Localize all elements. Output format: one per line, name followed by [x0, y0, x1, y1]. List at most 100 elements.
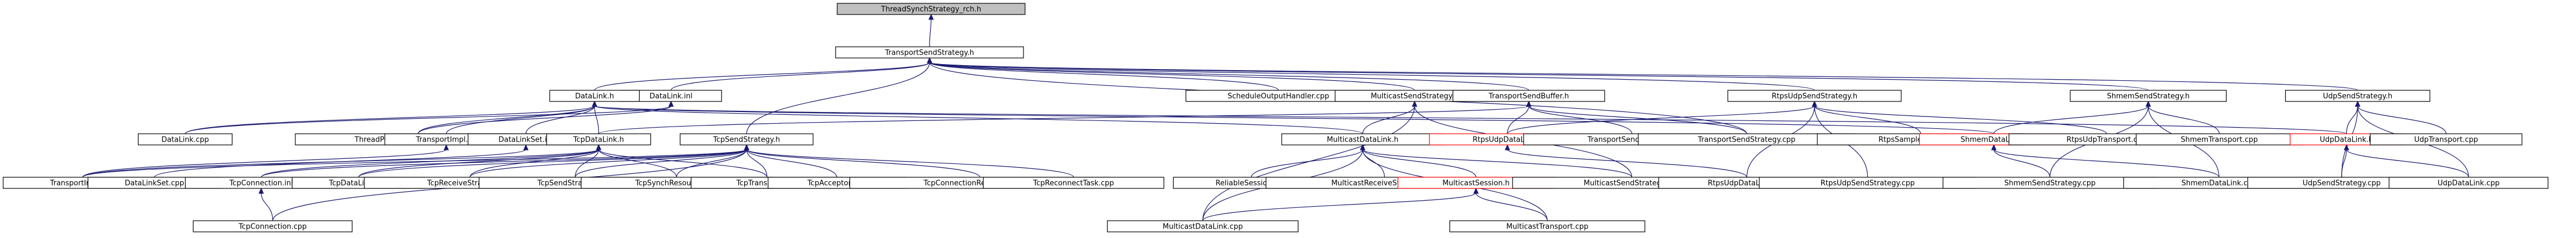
edge-tsstcpp-to-tdlh: [575, 149, 599, 178]
node-utcpp[interactable]: UdpTransport.cpp: [2370, 133, 2523, 145]
node-label: TransportSendStrategy.h: [884, 49, 974, 57]
edge-uss-to-tss: [929, 62, 2359, 91]
edge-tccpp-to-tcinl: [260, 192, 273, 221]
edge-rutcpp-to-russ: [1814, 105, 2107, 134]
node-label: DataLink.inl: [650, 93, 693, 101]
edge-sss-to-tss: [929, 62, 2149, 91]
node-mdlh[interactable]: MulticastDataLink.h: [1281, 133, 1444, 145]
node-box: [2370, 133, 2523, 145]
node-trtcpp[interactable]: TcpReconnectTask.cpp: [983, 177, 1165, 189]
node-label: TcpSendStrategy.h: [713, 136, 780, 144]
edge-rshcpp-to-russ: [1814, 105, 1921, 134]
node-sss[interactable]: ShmemSendStrategy.h: [2070, 90, 2227, 102]
node-russ[interactable]: RtpsUdpSendStrategy.h: [1727, 90, 1902, 102]
arrowhead: [2145, 100, 2151, 107]
node-box: [2389, 177, 2549, 189]
node-uss[interactable]: UdpSendStrategy.h: [2285, 90, 2430, 102]
edge-dlcpp-to-dlinl: [185, 105, 671, 134]
node-box: [549, 90, 640, 102]
arrowhead: [592, 100, 597, 107]
node-ssscpp[interactable]: ShmemSendStrategy.cpp: [1942, 177, 2158, 189]
node-tsb[interactable]: TransportSendBuffer.h: [1452, 90, 1605, 102]
node-sohcpp[interactable]: ScheduleOutputHandler.cpp: [1185, 90, 1372, 102]
edge-ttcpp-to-tdlh: [598, 149, 768, 178]
graph-nodes: ThreadSynchStrategy_rch.hTransportSendSt…: [3, 3, 2549, 232]
node-label: TcpReconnectTask.cpp: [1032, 179, 1114, 188]
node-label: ShmemSendStrategy.cpp: [2004, 179, 2095, 188]
node-dlcpp[interactable]: DataLink.cpp: [137, 133, 233, 145]
edge-tdlcpp-to-tdlh: [358, 149, 599, 178]
node-tssh[interactable]: TcpSendStrategy.h: [680, 133, 814, 145]
edge-tssh-to-tss: [746, 62, 930, 134]
node-udlcpp[interactable]: UdpDataLink.cpp: [2389, 177, 2549, 189]
edge-tss-to-root: [929, 18, 932, 47]
edge-mdlcpp-to-msh: [1202, 192, 1477, 221]
node-mtcpp[interactable]: MulticastTransport.cpp: [1449, 220, 1645, 232]
edge-sohcpp-to-tss: [929, 62, 1279, 91]
node-box: [1727, 90, 1902, 102]
arrowhead: [1812, 100, 1817, 107]
arrowhead: [1359, 144, 1366, 150]
node-label: TcpDataLink.h: [573, 136, 624, 144]
node-label: ThreadSynchStrategy_rch.h: [881, 6, 981, 14]
node-tccpp[interactable]: TcpConnection.cpp: [192, 220, 353, 232]
edge-tdlh-to-dlh: [594, 105, 599, 134]
edge-tdlh-to-tsb: [598, 105, 1529, 134]
edge-ssscpp-to-sdlh: [1993, 149, 2050, 178]
node-label: UdpDataLink.h: [2320, 136, 2373, 144]
node-dlh[interactable]: DataLink.h: [549, 90, 640, 102]
arrowhead: [523, 144, 529, 150]
node-label: TcpConnection.cpp: [238, 223, 306, 231]
edge-tdlcpp-to-tssh: [358, 149, 747, 178]
edge-trscpp-to-tssh: [469, 149, 747, 178]
node-tss[interactable]: TransportSendStrategy.h: [835, 46, 1024, 59]
edge-russ-to-tss: [929, 62, 1815, 91]
arrowhead: [258, 187, 264, 194]
arrowhead: [744, 144, 749, 150]
edge-rudlh-to-tsb: [1507, 105, 1529, 134]
node-label: DataLinkSet.inl: [498, 136, 553, 144]
edge-rscpp-to-mdlh: [1251, 149, 1363, 178]
edge-sdlh-to-dlh: [594, 105, 1995, 134]
graph-edges: [82, 13, 2469, 221]
arrowhead: [2355, 100, 2361, 107]
arrowhead: [1526, 100, 1532, 107]
arrowhead: [928, 13, 934, 20]
node-label: RtpsUdpSendStrategy.cpp: [1821, 179, 1915, 188]
node-dlinl[interactable]: DataLink.inl: [620, 90, 722, 102]
node-label: TransportImpl.inl: [416, 136, 477, 144]
edge-udlcpp-to-udlh: [2346, 149, 2469, 178]
edge-msh-to-mdlh: [1362, 149, 1477, 178]
edge-udlh-to-dlh: [594, 105, 2347, 134]
edge-mtcpp-to-msh: [1475, 192, 1548, 221]
edge-sdlcpp-to-sdlh: [1993, 149, 2219, 178]
edge-tsrcpp-to-tssh: [676, 149, 747, 178]
node-tdlh[interactable]: TcpDataLink.h: [546, 133, 651, 145]
edge-stcpp-to-sss: [2148, 105, 2220, 134]
node-label: DataLinkSet.cpp: [125, 179, 184, 188]
node-stcpp[interactable]: ShmemTransport.cpp: [2135, 133, 2303, 145]
node-box: [1452, 90, 1605, 102]
edge-tsrcpp-to-tdlh: [598, 149, 677, 178]
arrowhead: [596, 144, 601, 150]
edge-tsb-to-tss: [929, 62, 1529, 91]
node-root[interactable]: ThreadSynchStrategy_rch.h: [837, 3, 1026, 15]
edge-ticpp-to-tiinl: [82, 149, 447, 178]
node-box: [2070, 90, 2227, 102]
node-mdlcpp[interactable]: MulticastDataLink.cpp: [1107, 220, 1299, 232]
arrowhead: [1991, 144, 1997, 150]
edge-trtcpp-to-tssh: [746, 149, 1074, 178]
edge-usscpp-to-udlh: [2341, 149, 2347, 178]
edge-ticpp-to-tssh: [82, 149, 747, 178]
node-label: MulticastSendStrategy.cpp: [1584, 179, 1680, 188]
arrowhead: [443, 144, 449, 150]
node-box: [837, 3, 1026, 15]
edge-rudlh-to-russ: [1507, 105, 1815, 134]
node-label: ShmemTransport.cpp: [2181, 136, 2258, 144]
arrowhead: [1505, 144, 1510, 150]
node-label: MulticastDataLink.cpp: [1163, 223, 1243, 231]
node-label: UdpDataLink.cpp: [2437, 179, 2499, 188]
node-tsscpp[interactable]: TransportSendStrategy.cpp: [1638, 133, 1856, 145]
node-label: UdpSendStrategy.h: [2323, 93, 2392, 101]
